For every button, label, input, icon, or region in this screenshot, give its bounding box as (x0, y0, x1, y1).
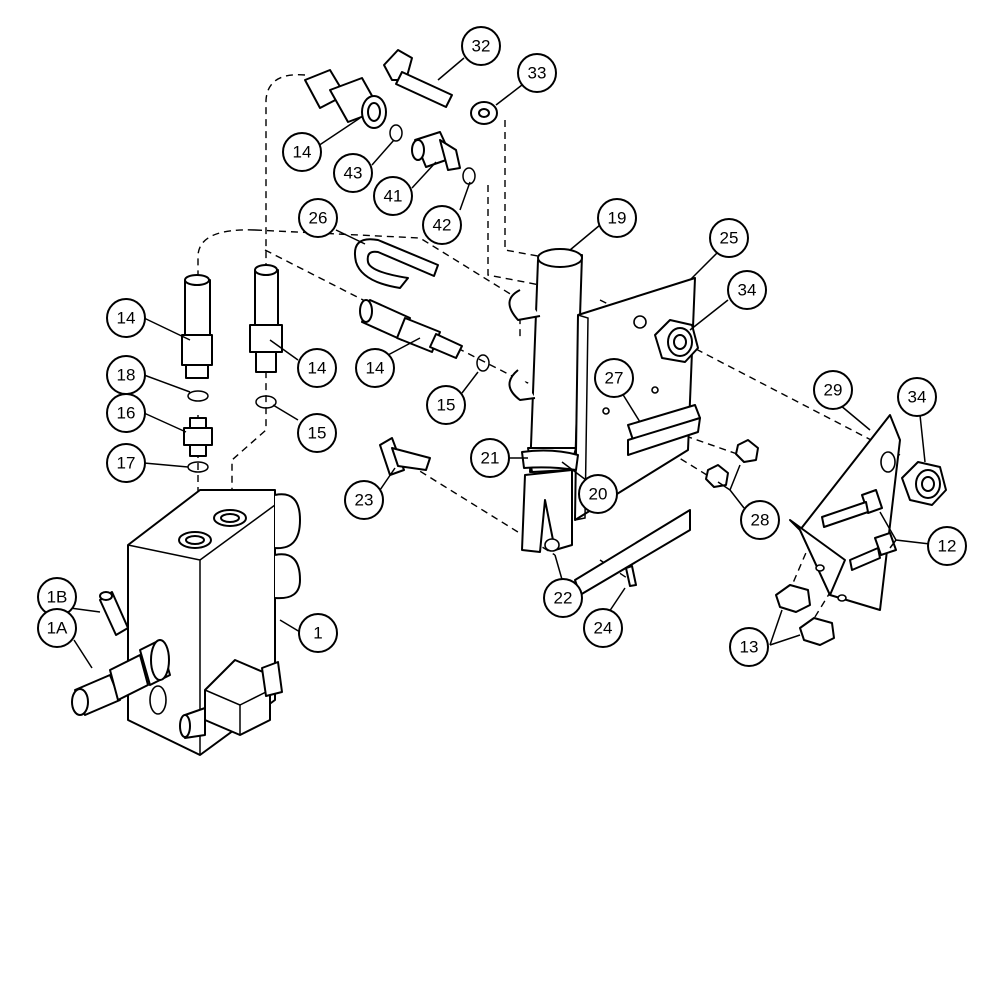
callout-15: 15 (297, 413, 337, 453)
callout-18: 18 (106, 355, 146, 395)
callout-1: 1 (298, 613, 338, 653)
callout-42: 42 (422, 205, 462, 245)
svg-text:34: 34 (738, 281, 757, 300)
callout-26: 26 (298, 198, 338, 238)
svg-text:27: 27 (605, 369, 624, 388)
svg-text:32: 32 (472, 37, 491, 56)
svg-text:12: 12 (938, 537, 957, 556)
svg-text:14: 14 (117, 309, 136, 328)
svg-text:15: 15 (437, 396, 456, 415)
callout-22: 22 (543, 578, 583, 618)
callout-17: 17 (106, 443, 146, 483)
nuts-28 (705, 439, 759, 488)
svg-text:20: 20 (589, 485, 608, 504)
svg-text:34: 34 (908, 388, 927, 407)
connector-41 (411, 131, 461, 171)
fitting-1a (71, 639, 171, 716)
callout-13: 13 (729, 627, 769, 667)
callout-34: 34 (897, 377, 937, 417)
callout-14: 14 (355, 348, 395, 388)
callout-14: 14 (297, 348, 337, 388)
svg-text:14: 14 (366, 359, 385, 378)
callout-29: 29 (813, 370, 853, 410)
pin-23 (379, 437, 431, 476)
clip-20-21 (521, 449, 579, 471)
svg-text:1B: 1B (47, 588, 68, 607)
svg-text:22: 22 (554, 589, 573, 608)
callout-14: 14 (282, 132, 322, 172)
callout-19: 19 (597, 198, 637, 238)
pedal-shaft-19 (508, 248, 583, 553)
flange-nut-34-upper (654, 319, 699, 363)
callout-16: 16 (106, 393, 146, 433)
hose-fitting-top (304, 69, 387, 129)
fitting-1b (99, 591, 129, 636)
svg-text:15: 15 (308, 424, 327, 443)
callout-24: 24 (583, 608, 623, 648)
callout-43: 43 (333, 153, 373, 193)
callout-27: 27 (594, 358, 634, 398)
svg-text:21: 21 (481, 449, 500, 468)
svg-text:25: 25 (720, 229, 739, 248)
callout-1a: 1A (37, 608, 77, 648)
svg-text:19: 19 (608, 209, 627, 228)
svg-text:17: 17 (117, 454, 136, 473)
callout-14: 14 (106, 298, 146, 338)
svg-text:29: 29 (824, 381, 843, 400)
callout-41: 41 (373, 176, 413, 216)
washer-33 (470, 101, 498, 125)
svg-text:42: 42 (433, 216, 452, 235)
callout-21: 21 (470, 438, 510, 478)
callout-20: 20 (578, 474, 618, 514)
callout-25: 25 (709, 218, 749, 258)
u-bolt-26 (354, 238, 439, 289)
svg-text:23: 23 (355, 491, 374, 510)
svg-text:18: 18 (117, 366, 136, 385)
callout-33: 33 (517, 53, 557, 93)
svg-text:1: 1 (313, 624, 322, 643)
svg-text:14: 14 (308, 359, 327, 378)
hose-fitting-middle (359, 299, 463, 359)
callout-12: 12 (927, 526, 967, 566)
hose-fitting-left (181, 274, 213, 379)
svg-text:43: 43 (344, 164, 363, 183)
svg-text:14: 14 (293, 143, 312, 162)
svg-text:28: 28 (751, 511, 770, 530)
svg-text:24: 24 (594, 619, 613, 638)
cotter-pin-24 (625, 565, 637, 587)
leader-lines (69, 57, 931, 669)
svg-text:26: 26 (309, 209, 328, 228)
callout-32: 32 (461, 26, 501, 66)
svg-text:33: 33 (528, 64, 547, 83)
callout-28: 28 (740, 500, 780, 540)
callout-23: 23 (344, 480, 384, 520)
valve-block (127, 489, 301, 756)
bolts-12 (821, 489, 897, 571)
flange-nut-34-lower (901, 461, 947, 506)
adapter-16 (183, 417, 213, 457)
bracket-27 (574, 404, 701, 596)
svg-text:16: 16 (117, 404, 136, 423)
svg-text:13: 13 (740, 638, 759, 657)
svg-text:1A: 1A (47, 619, 68, 638)
callout-34: 34 (727, 270, 767, 310)
bolt-32 (383, 49, 453, 108)
hose-fitting-right (249, 264, 283, 373)
svg-text:41: 41 (384, 187, 403, 206)
nuts-13 (775, 584, 835, 646)
callout-15: 15 (426, 385, 466, 425)
